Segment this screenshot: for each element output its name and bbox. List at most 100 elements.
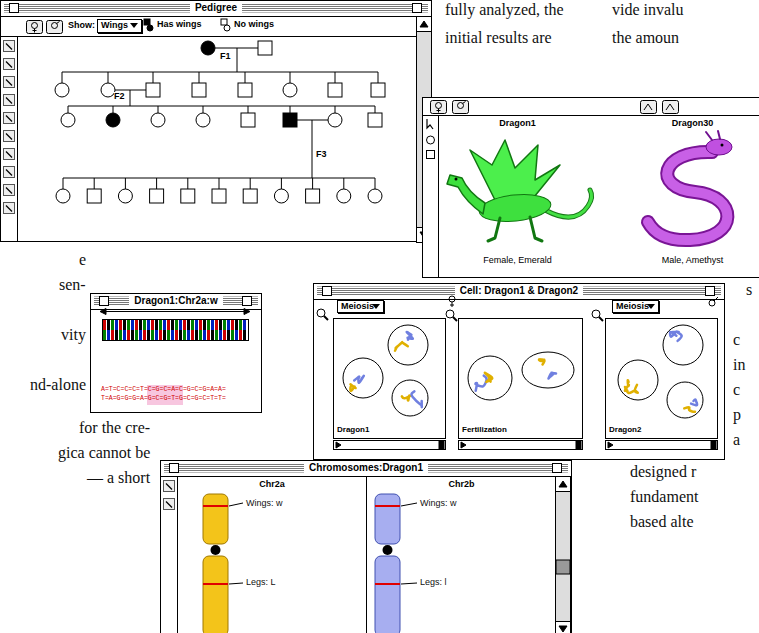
arrow-tool [427,119,433,129]
dragon-wing [470,140,560,202]
dna-base [127,320,130,330]
dna-base [243,330,246,340]
dna-base [191,320,194,330]
tool-glyph [166,484,172,490]
child-line [113,106,114,113]
female-symbol [151,113,165,127]
window-frame [314,284,725,460]
child-line [250,178,251,189]
page-text: p [733,407,741,423]
pane-divider [366,477,367,633]
cell-panel: Fertilization [458,318,582,438]
dna-base [187,320,190,330]
dna-base [227,320,230,330]
female-symbol [274,189,288,203]
dropdown-arrow [372,304,380,309]
page-text: a [733,432,740,448]
centromere [383,545,393,555]
dropdown-arrow [130,23,138,29]
dna-base [151,330,154,340]
arrow-glyph [559,626,567,632]
dna-base [207,330,210,340]
dna-sequence: A=T=C=C=C=T=C=G=C=A=C=G=C=G=A=A= [101,387,226,394]
cell-nucleus [343,358,383,398]
female-symbol [201,41,215,55]
cell-nucleus [667,382,703,418]
female-symbol [55,83,69,97]
title-rule [90,309,262,310]
tool-icon [164,499,175,510]
female-symbol [368,189,382,203]
female-symbol [61,113,75,127]
node-text: Chromosomes:Dragon1 [304,462,428,474]
child-line [125,178,126,189]
child-line [290,106,291,113]
sex-glyph [57,22,60,24]
dragon-body [648,152,727,240]
node-text: Fertilization [462,425,507,435]
zoom-box [706,287,715,296]
dropdown-arrow [647,304,655,310]
chromosome-arm [203,556,228,633]
tool-glyph [6,116,12,122]
dna-base [171,330,174,340]
dna-base [219,330,222,340]
dna-base [227,330,230,340]
scroll-arrow [556,477,571,492]
male-symbol [368,113,382,127]
sex-glyph [33,30,37,31]
chromosome-strand [549,373,557,379]
sex-button [27,21,43,34]
dna-base [143,330,146,340]
generation-label: F1 [220,52,231,61]
dna-base [215,330,218,340]
node-text: Male, Amethyst [662,255,724,266]
female-symbol [337,189,351,203]
tool-icon [4,113,15,124]
legend-icon [144,19,150,25]
dragon-horn [706,132,712,140]
magnifier-handle [599,317,603,321]
arrow-head [100,309,106,315]
dna-base [239,330,242,340]
tool-glyph [6,134,12,140]
dragon-body [478,191,552,224]
child-line [245,72,246,83]
cell-nucleus [388,325,428,365]
node-text: Dragon30 [672,118,714,129]
sex-button [453,101,469,114]
legend-icon [224,25,230,31]
cell-nucleus [522,352,574,388]
chromosome-strand [475,376,486,391]
dna-base [135,330,138,340]
chromosome-strand [407,332,413,340]
chromosome-strand [539,360,545,365]
dragon-card: Dragon30Male, Amethyst [630,117,755,267]
page-text: vity [61,327,86,343]
dna-base [195,330,198,340]
dna-base [235,320,238,330]
slider-arrow [608,442,613,448]
child-line [62,72,63,83]
slider-thumb [439,442,444,449]
female-symbol [118,189,132,203]
slider-arrow [336,442,341,448]
node-text: Dragon2 [609,425,641,435]
dropdown-menu: Meiosis [337,300,384,313]
dna-base [127,330,130,340]
sex-glyph [32,23,38,29]
time-slider [459,441,583,450]
dna-base [123,330,126,340]
dragon-body [648,152,727,240]
zoom-box [553,464,562,473]
page-text: nd-alone [30,377,86,393]
dragon-horn [718,131,720,139]
gene-label: Wings: w [420,499,457,508]
child-line [335,106,336,113]
tool-icon [4,167,15,178]
scrollbar [556,477,571,633]
tool-button [641,101,657,114]
button-glyph [644,104,652,110]
node-text: Pedigree [190,2,242,14]
child-line [156,178,157,189]
